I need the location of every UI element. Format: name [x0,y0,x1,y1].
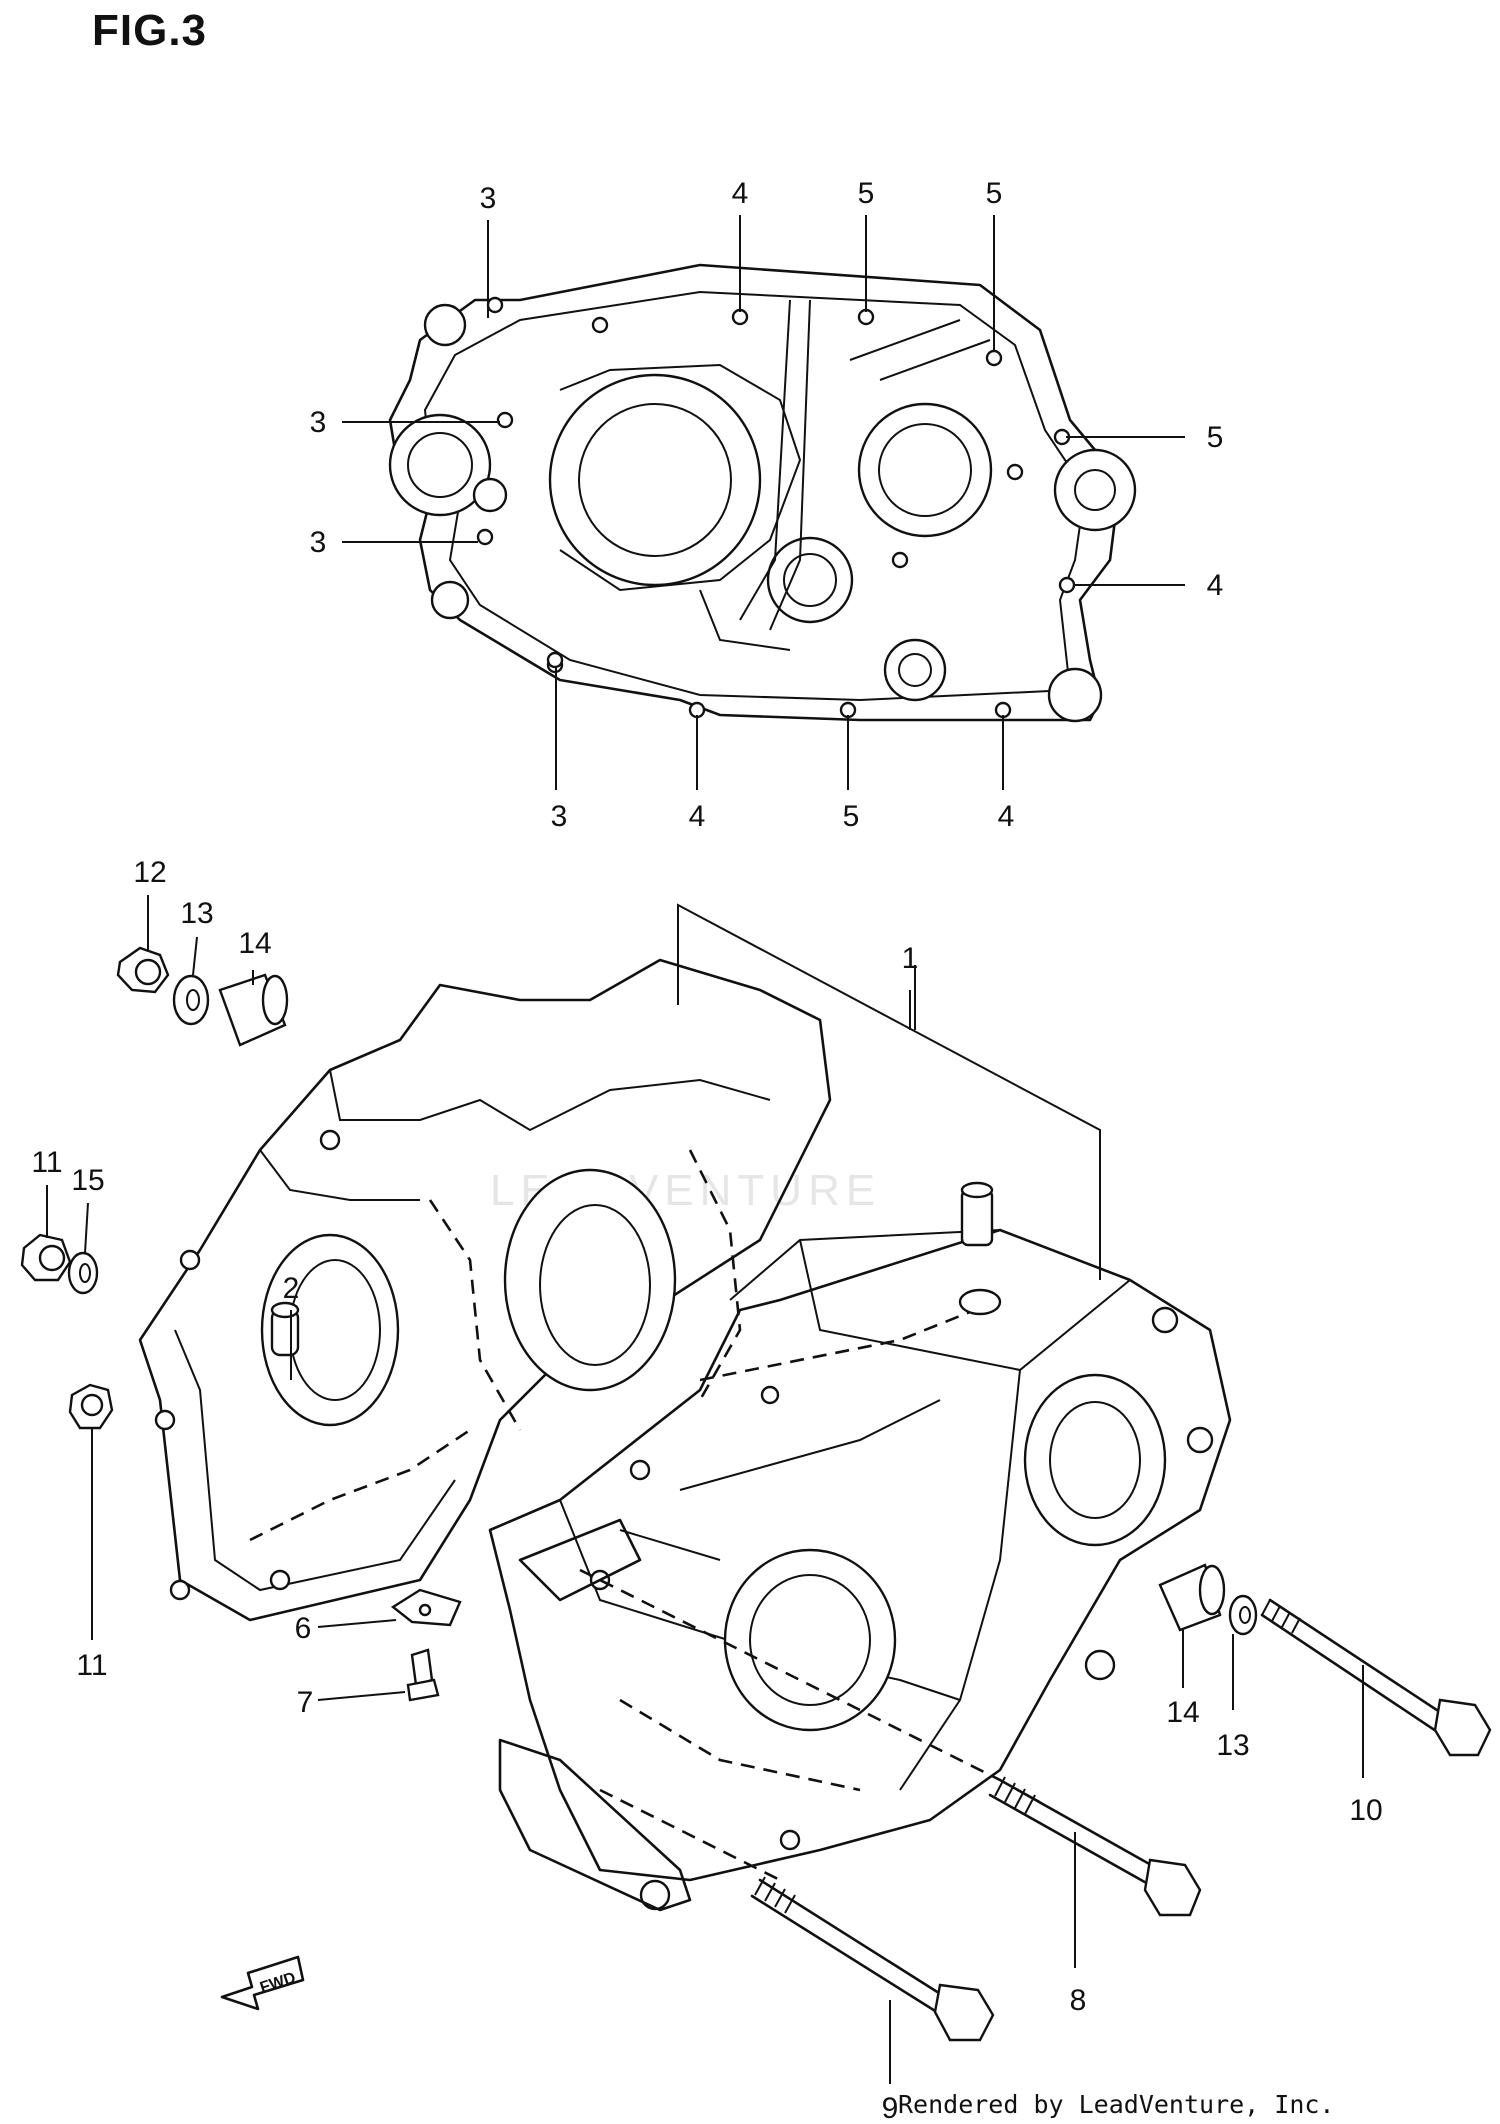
render-credit: Rendered by LeadVenture, Inc. [898,2090,1335,2119]
callout-number: 9 [882,2092,899,2124]
callout-number: 4 [732,177,749,210]
callout-number: 6 [295,1612,312,1645]
long-bolts [579,1568,1492,2042]
callout-number: 5 [1207,421,1224,454]
fwd-label: FWD [258,1969,298,1996]
callout-number: 5 [843,800,860,833]
dowel-pin [270,1301,300,1357]
callout-number: 14 [238,927,271,960]
callout-number: 1 [902,942,919,975]
callout-number: 5 [986,177,1003,210]
callout-number: 11 [76,1649,107,1682]
callout-number: 12 [133,856,166,889]
top-leader-lines [342,215,1185,790]
crankcase-assembly [138,903,1232,1912]
bottom-leader-lines [46,895,1364,2084]
callout-number: 2 [283,1272,300,1305]
callout-number: 7 [297,1686,314,1719]
callout-number: 4 [1207,569,1224,602]
figure-title: FIG.3 [92,6,208,55]
callout-number: 15 [71,1164,104,1197]
crankcase-half-view [388,263,1137,723]
bottom-callouts: 1 12 13 14 11 15 2 11 6 7 14 13 10 8 9 [31,856,1382,2124]
callout-number: 3 [310,526,327,559]
callout-number: 5 [858,177,875,210]
callout-number: 13 [1216,1729,1249,1762]
callout-number: 4 [689,800,706,833]
callout-number: 3 [551,800,568,833]
callout-number: 4 [998,800,1015,833]
small-parts [20,946,1258,1702]
callout-number: 3 [480,182,497,215]
callout-number: 14 [1166,1696,1199,1729]
callout-number: 3 [310,406,327,439]
callout-number: 11 [31,1146,62,1179]
callout-number: 10 [1349,1794,1382,1827]
callout-number: 13 [180,897,213,930]
top-callouts: 3 4 5 5 3 5 3 4 3 4 5 4 [310,177,1224,833]
fwd-arrow-icon: FWD [220,1955,305,2011]
callout-number: 8 [1070,1984,1087,2017]
